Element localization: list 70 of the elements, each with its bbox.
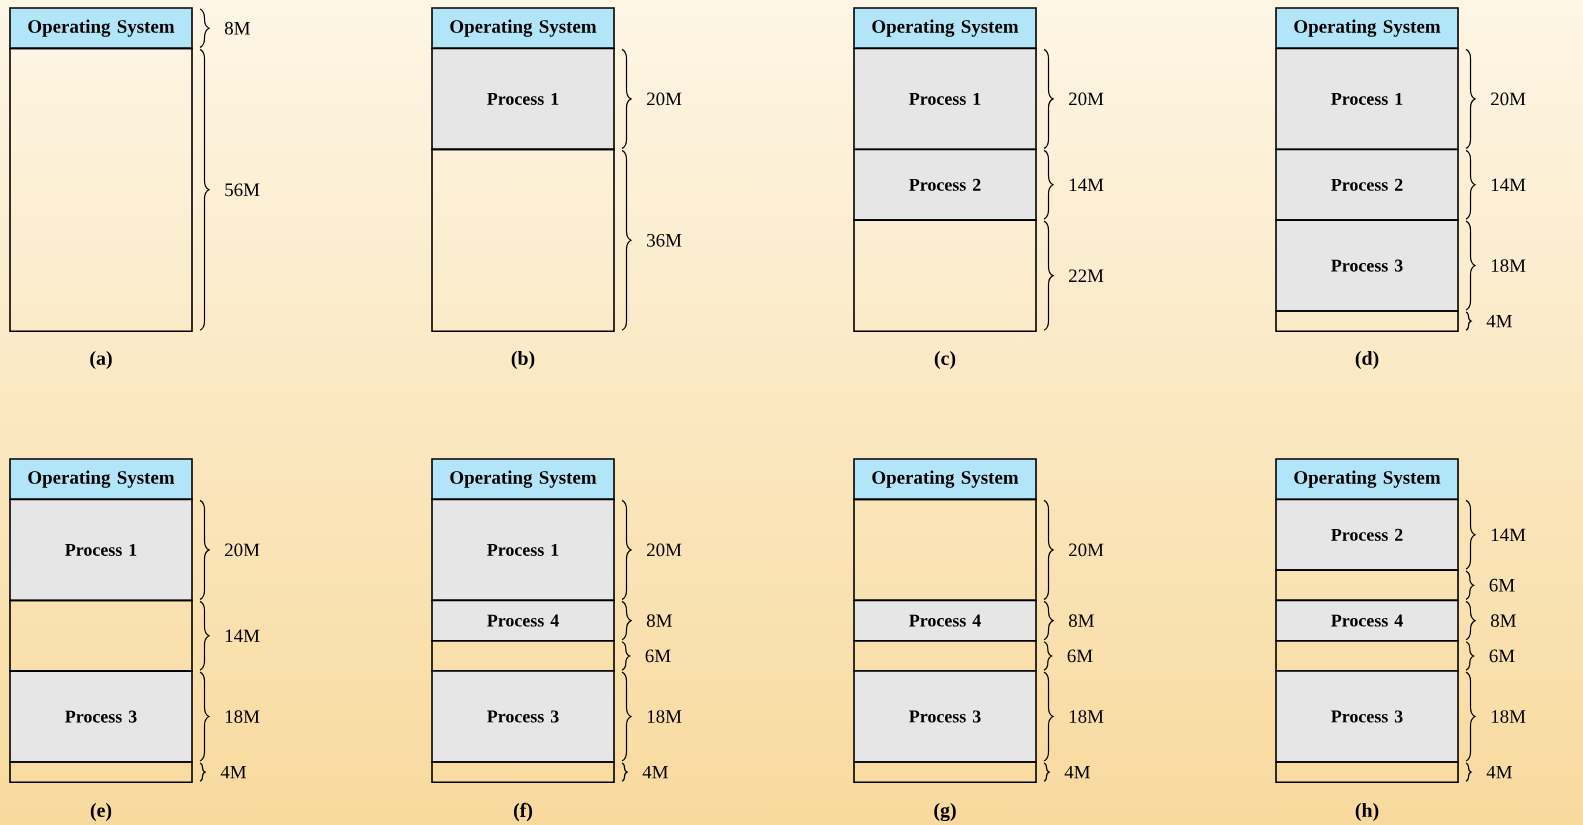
process-segment: Process 3 [431,670,615,763]
system-segment: Operating System [9,458,193,501]
process-segment: Process 2 [853,148,1037,221]
size-label: 4M [1064,765,1090,779]
free-segment [9,47,193,332]
free-segment [853,761,1037,783]
size-label: 14M [225,629,260,643]
size-label: 56M [225,183,260,197]
process-segment: Process 4 [1275,599,1459,642]
process-segment: Process 2 [1275,148,1459,221]
size-label: 4M [1486,765,1512,779]
size-label: 14M [1069,178,1104,192]
size-label: 6M [1489,649,1515,663]
size-label: 6M [645,649,671,663]
free-segment [1275,310,1459,332]
system-segment: Operating System [853,7,1037,50]
size-label: 8M [646,614,672,627]
size-label: 36M [647,233,682,247]
size-label: 8M [224,21,250,35]
size-label: 6M [1067,649,1093,663]
process-segment: Process 3 [1275,670,1459,763]
panel-label: (f) [513,802,533,822]
panel-label: (a) [90,350,112,370]
size-label: 20M [647,92,682,106]
process-segment: Process 2 [1275,498,1459,571]
size-label: 22M [1069,269,1104,282]
size-label: 20M [1069,92,1104,106]
system-segment: Operating System [431,7,615,50]
size-label: 4M [220,765,247,779]
size-label: 18M [647,710,682,723]
size-label: 6M [1489,578,1515,592]
size-label: 20M [647,543,682,557]
system-segment: Operating System [1275,7,1459,50]
process-segment: Process 1 [1275,47,1459,151]
size-label: 18M [225,710,260,723]
free-segment [1275,761,1459,783]
system-segment: Operating System [853,458,1037,501]
free-segment [853,219,1037,333]
size-label: 4M [642,765,668,779]
process-segment: Process 3 [1275,219,1459,312]
size-label: 14M [1491,528,1526,542]
size-label: 20M [225,543,260,557]
size-label: 18M [1491,259,1526,272]
panel-label: (c) [934,350,956,370]
process-segment: Process 1 [9,498,193,602]
size-label: 20M [1491,92,1526,106]
size-label: 20M [1069,543,1104,557]
process-segment: Process 4 [431,599,615,642]
process-segment: Process 1 [431,47,615,151]
panel-label: (e) [90,802,112,822]
size-label: 4M [1486,314,1512,328]
process-segment: Process 3 [9,670,193,763]
size-label: 8M [1490,614,1516,627]
free-segment [431,761,615,783]
process-segment: Process 4 [853,599,1037,642]
free-segment [431,148,615,332]
panel-label: (h) [1355,802,1379,822]
system-segment: Operating System [431,458,615,501]
size-label: 8M [1068,614,1094,627]
process-segment: Process 3 [853,670,1037,763]
system-segment: Operating System [9,7,193,50]
size-label: 18M [1069,710,1104,723]
panel-label: (g) [934,802,956,822]
system-segment: Operating System [1275,458,1459,501]
panel-label: (d) [1355,350,1379,370]
size-label: 14M [1491,178,1526,192]
size-label: 18M [1491,710,1526,723]
process-segment: Process 1 [853,47,1037,151]
free-segment [9,761,193,783]
panel-label: (b) [511,350,535,370]
